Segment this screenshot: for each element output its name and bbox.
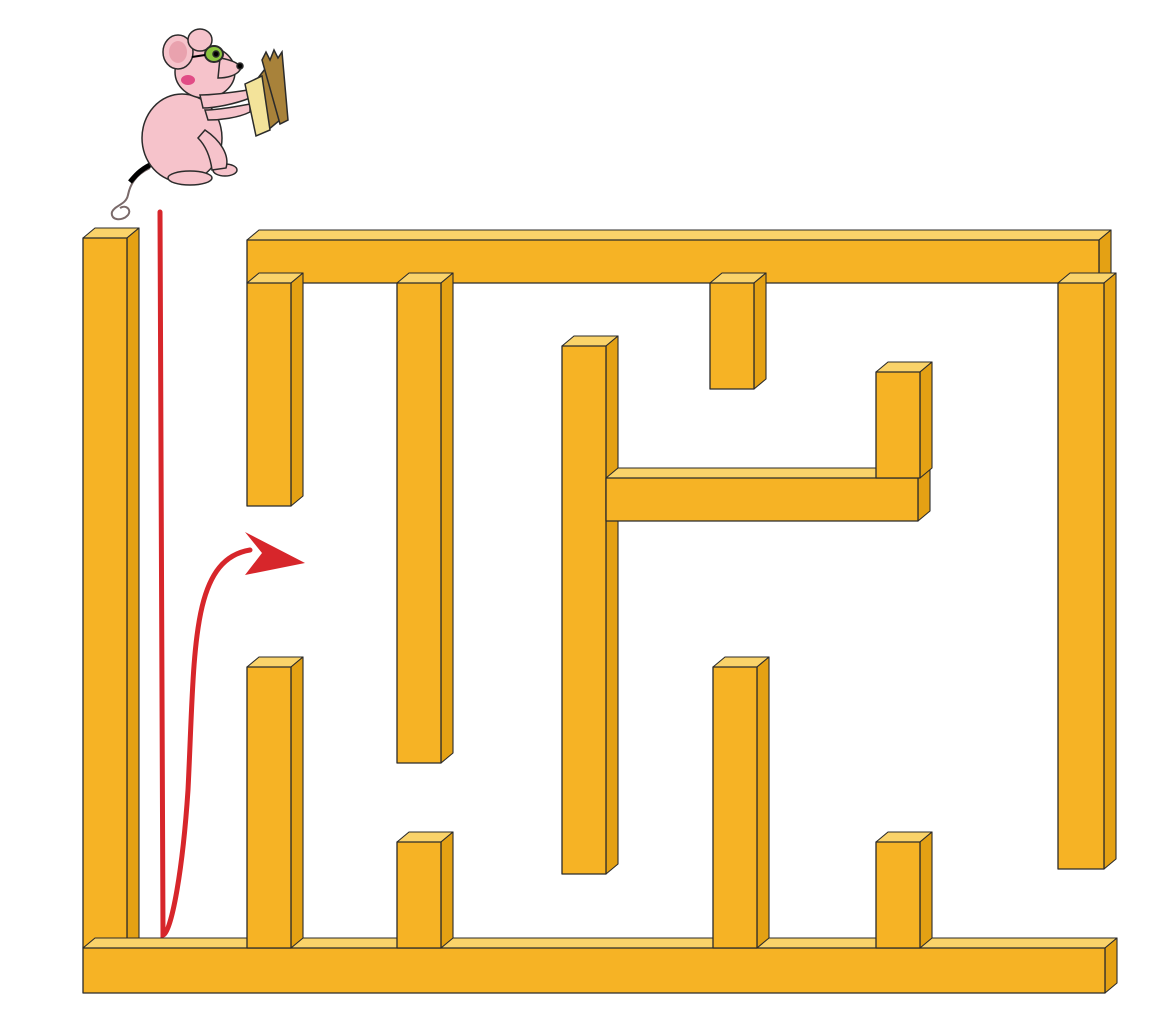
wall-middle-horizontal (605, 467, 931, 522)
wall-stub-bottom-left (396, 831, 454, 949)
wall-stub-bottom-right-side-face (919, 831, 933, 949)
wall-stub-bottom-right-front-face (875, 841, 921, 949)
wall-bottom-outer-side-face (1104, 937, 1118, 994)
maze-walls (82, 227, 1118, 994)
wall-bottom-outer (82, 937, 1118, 994)
wall-post-a-lower (246, 656, 304, 949)
wall-post-d-upper-side-face (919, 361, 933, 479)
wall-bottom-outer-top-face (82, 937, 1118, 949)
wall-right-outer-side-face (1103, 272, 1117, 870)
wall-post-e (712, 656, 770, 949)
curved-red-arrow-icon (245, 532, 305, 575)
wall-post-a-lower-front-face (246, 666, 292, 949)
wall-left-outer (82, 227, 140, 949)
wall-left-outer-side-face (126, 227, 140, 949)
wall-post-d-upper-front-face (875, 371, 921, 479)
wall-right-outer (1057, 272, 1117, 870)
wall-post-d-upper (875, 361, 933, 479)
wall-post-c (561, 335, 619, 875)
wall-post-a-upper-side-face (290, 272, 304, 507)
mouse-reading-book-icon (110, 28, 289, 221)
wall-post-b-side-face (440, 272, 454, 764)
wall-post-e-front-face (712, 666, 758, 949)
wall-top-outer-front-face (246, 239, 1100, 284)
wall-stub-top-front-face (709, 282, 755, 390)
wall-post-a-upper-front-face (246, 282, 292, 507)
wall-right-outer-front-face (1057, 282, 1105, 870)
wall-post-a-lower-side-face (290, 656, 304, 949)
wall-post-b-front-face (396, 282, 442, 764)
wall-post-c-front-face (561, 345, 607, 875)
start-path (157, 209, 305, 938)
wall-post-c-side-face (605, 335, 619, 875)
wall-top-outer-top-face (246, 229, 1112, 241)
wall-stub-top (709, 272, 767, 390)
wall-post-e-side-face (756, 656, 770, 949)
wall-post-b (396, 272, 454, 764)
wall-stub-bottom-left-side-face (440, 831, 454, 949)
wall-top-outer (246, 229, 1112, 284)
wall-bottom-outer-front-face (82, 947, 1106, 994)
wall-stub-bottom-left-front-face (396, 841, 442, 949)
path-line (157, 209, 253, 938)
wall-left-outer-front-face (82, 237, 128, 949)
wall-stub-bottom-right (875, 831, 933, 949)
wall-middle-horizontal-front-face (605, 477, 919, 522)
wall-post-a-upper (246, 272, 304, 507)
wall-stub-top-side-face (753, 272, 767, 390)
